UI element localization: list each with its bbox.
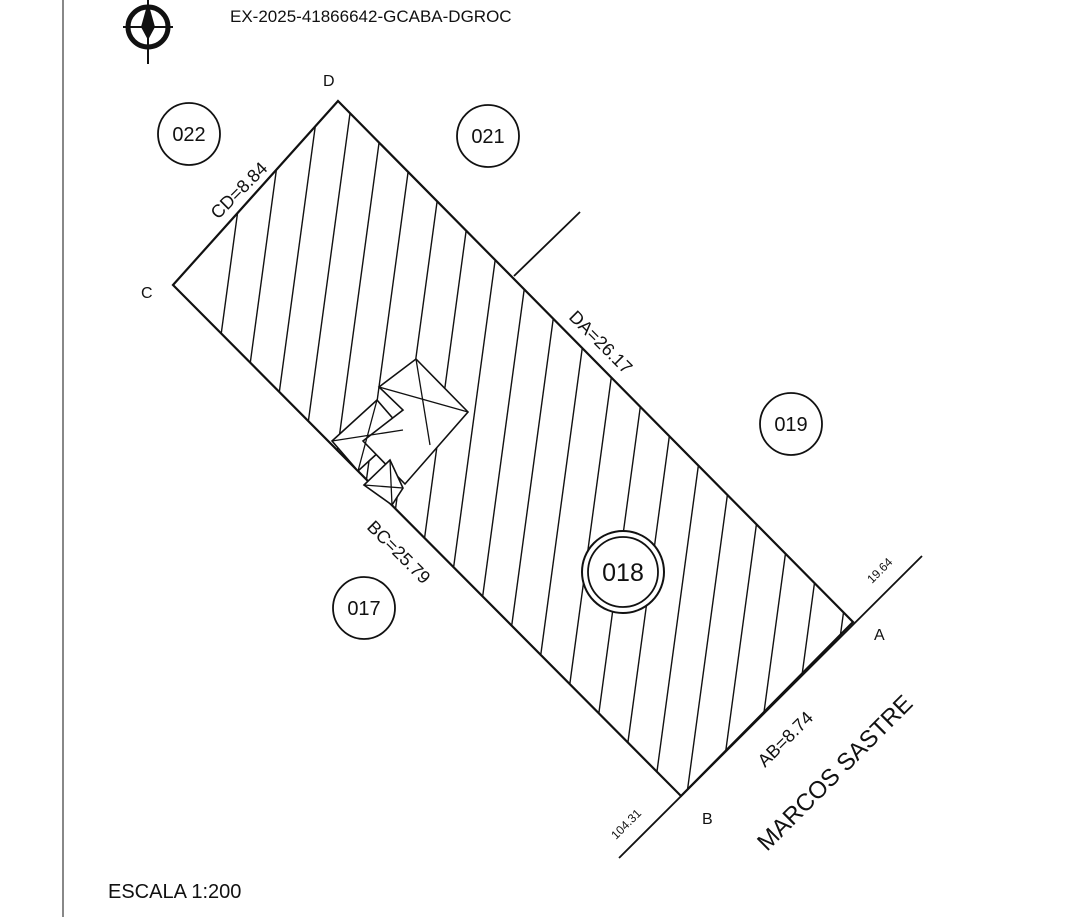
hatch-line (531, 101, 667, 796)
distance-near-b: 104.31 (608, 806, 644, 842)
hatch-line (564, 101, 700, 796)
parcel-019: 019 (759, 392, 823, 456)
street-name: MARCOS SASTRE (752, 690, 918, 856)
measure-cd: CD=8.84 (207, 158, 272, 223)
vertex-a-label: A (874, 627, 885, 644)
vertex-b-label: B (702, 811, 713, 828)
street-line (618, 555, 923, 859)
svg-text:021: 021 (471, 126, 504, 148)
parcel-022: 022 (157, 102, 221, 166)
vertex-c-label: C (141, 285, 153, 302)
scale-label: ESCALA 1:200 (108, 881, 241, 903)
hatch-line (828, 101, 853, 796)
measure-ab: AB=8.74 (754, 707, 817, 770)
parcel-017: 017 (332, 576, 396, 640)
building-crosses (331, 358, 469, 506)
svg-text:017: 017 (347, 598, 380, 620)
parcel-outline (171, 99, 855, 798)
north-arrow-icon (123, 0, 173, 64)
svg-text:022: 022 (172, 124, 205, 146)
measure-bc: BC=25.79 (363, 517, 434, 588)
svg-text:018: 018 (602, 559, 644, 587)
vertex-d-label: D (323, 73, 335, 90)
parcel-018-main: 018 (581, 530, 665, 614)
building-footprint (330, 357, 470, 507)
hatch-line (201, 101, 337, 796)
distance-near-a: 19.64 (864, 555, 895, 586)
lot-boundary-line (513, 211, 581, 277)
parcel-021: 021 (456, 104, 520, 168)
svg-text:019: 019 (774, 414, 807, 436)
hatch-line (663, 101, 799, 796)
expediente-number: EX-2025-41866642-GCABA-DGROC (230, 7, 512, 26)
